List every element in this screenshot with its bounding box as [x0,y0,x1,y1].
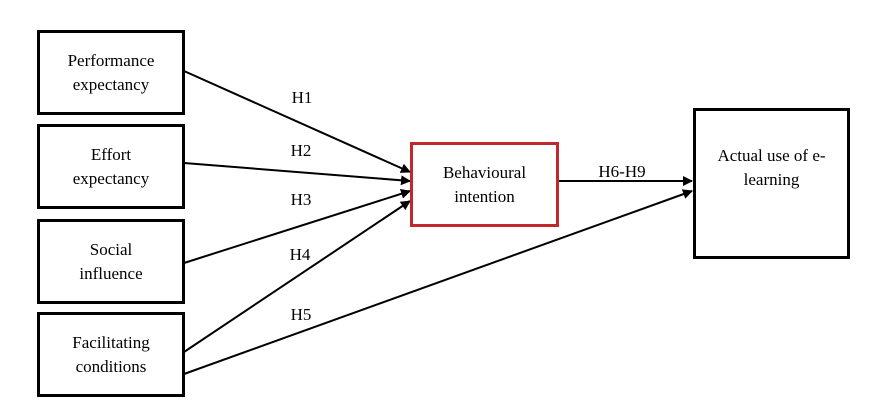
label-h2: H2 [290,141,312,160]
box-actual-use: Actual use of e-learning [693,108,850,259]
box-label: Facilitating conditions [72,332,150,376]
arrow-h4 [183,200,411,353]
box-label: Behavioural intention [442,162,527,206]
box-facilitating-conditions: Facilitating conditions [37,312,185,397]
arrow-h3 [183,188,411,264]
box-behavioural-intention: Behavioural intention [410,142,559,227]
label-h4: H4 [289,245,311,264]
box-label: Actual use of e-learning [717,145,826,189]
arrow-h2 [183,162,411,186]
box-label: Effort expectancy [72,144,150,188]
box-label: Performance expectancy [67,50,155,94]
label-h1: H1 [291,88,313,107]
box-effort-expectancy: Effort expectancy [37,124,185,209]
box-performance-expectancy: Performance expectancy [37,30,185,115]
label-h6-h9: H6-H9 [598,162,646,181]
arrow-h1 [183,70,411,173]
arrow-h5 [183,189,693,375]
label-h3: H3 [290,190,312,209]
label-h5: H5 [290,305,312,324]
box-label: Social influence [79,239,143,283]
box-social-influence: Social influence [37,219,185,304]
